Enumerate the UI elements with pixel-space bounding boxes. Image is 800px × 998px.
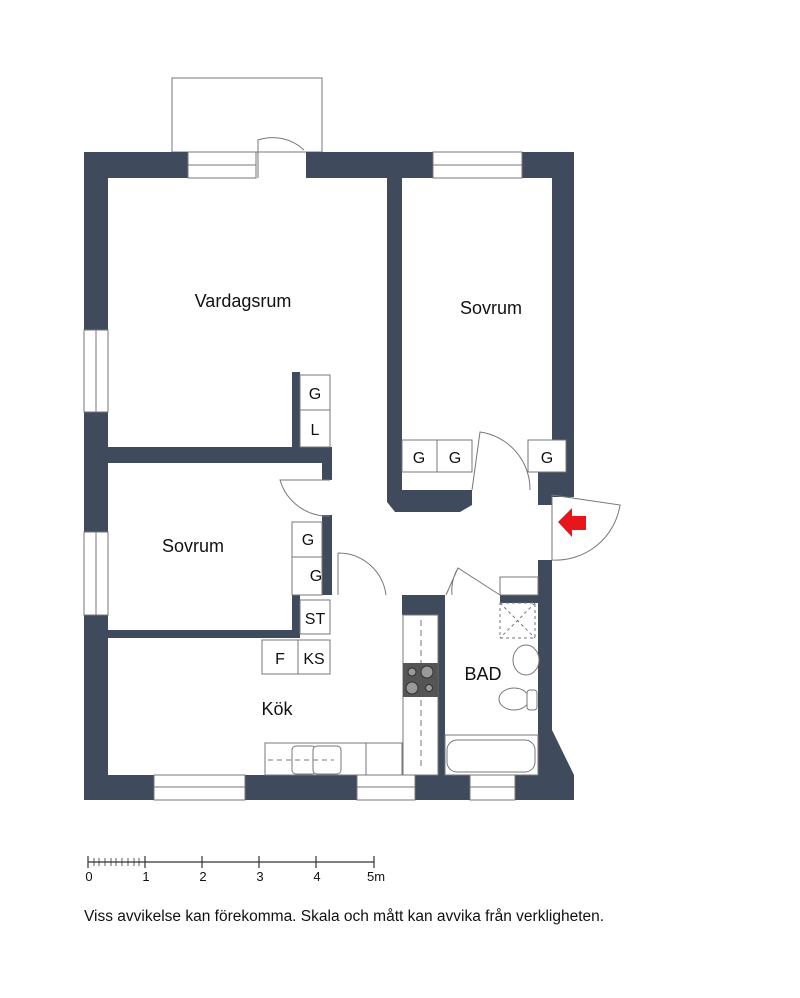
bath-fixtures [444,576,540,776]
closet-label: G [413,450,425,467]
closet-label: G [302,532,314,549]
disclaimer-text: Viss avvikelse kan förekomma. Skala och … [84,908,605,925]
scale-tick-label: 5m [367,869,385,884]
balcony [171,77,323,153]
closet-label: ST [305,611,326,628]
closet-label: G [541,450,553,467]
stove-icon [403,663,438,697]
room-label-sovrum-2: Sovrum [162,536,224,556]
closet-label: G [449,450,461,467]
room-label-vardagsrum: Vardagsrum [195,291,292,311]
interior-walls [108,178,540,775]
room-label-sovrum-1: Sovrum [460,298,522,318]
scale-tick-label: 1 [142,869,149,884]
scale-bar [87,856,375,868]
outer-walls [84,152,574,800]
scale-tick-label: 4 [313,869,320,884]
closet-label: G [309,386,321,403]
scale-tick-label: 2 [199,869,206,884]
closet-label: KS [303,651,324,668]
closets [261,374,567,675]
scale-tick-label: 3 [256,869,263,884]
closet-label: G [310,568,322,585]
doors [257,137,621,596]
scale-tick-label: 0 [85,869,92,884]
closet-label: F [275,651,285,668]
closet-label: L [311,422,320,439]
room-label-kok: Kök [261,699,293,719]
room-label-bad: BAD [464,664,501,684]
windows [83,151,523,801]
entrance-arrow-icon [558,508,586,537]
